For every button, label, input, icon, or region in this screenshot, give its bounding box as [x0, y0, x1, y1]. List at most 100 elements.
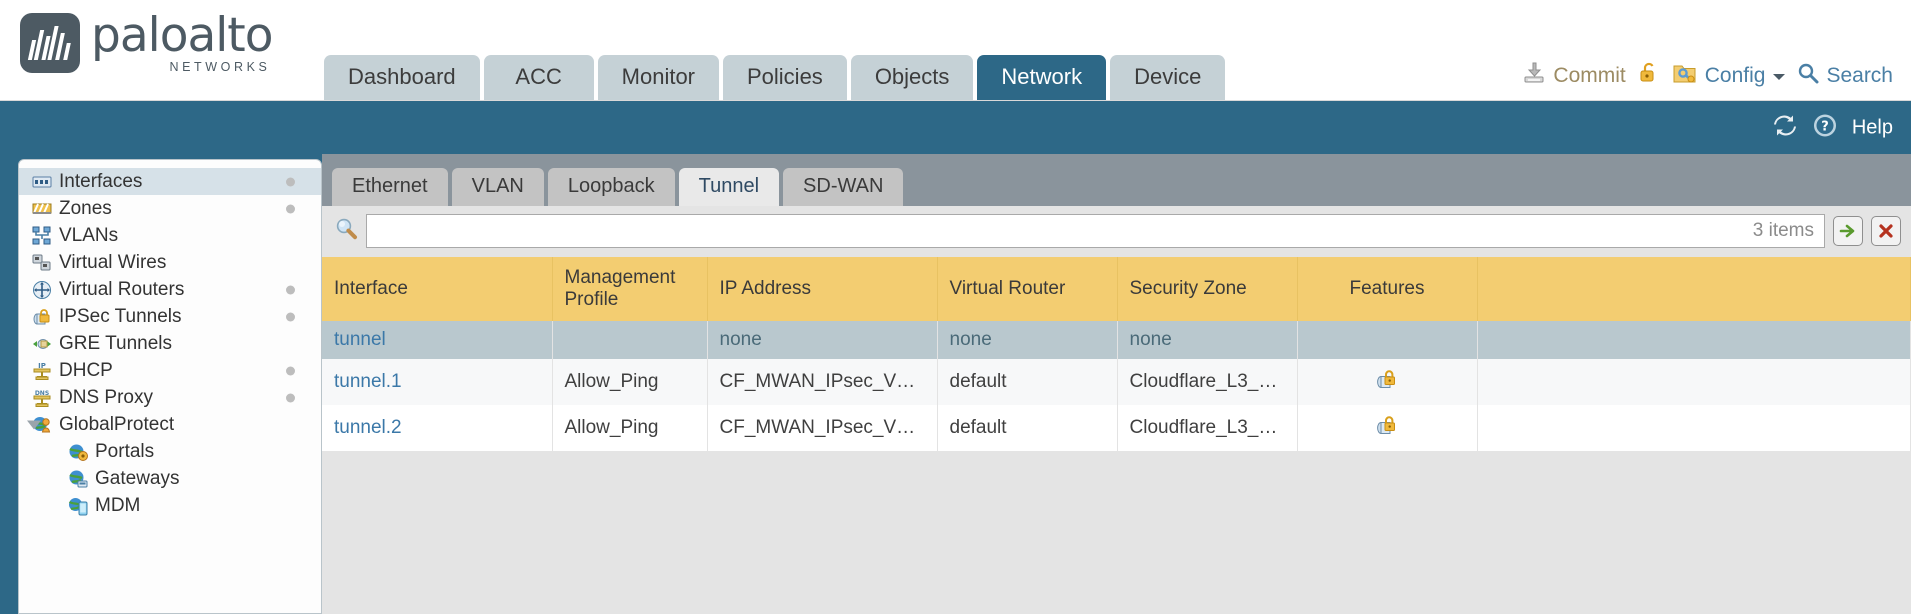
nav-tab-network[interactable]: Network	[977, 54, 1107, 100]
commit-button[interactable]: Commit	[1522, 61, 1626, 91]
search-input[interactable]	[367, 215, 1743, 247]
subtab-tunnel[interactable]: Tunnel	[678, 168, 780, 206]
chevron-down-icon[interactable]	[27, 420, 41, 429]
cell-features	[1297, 321, 1478, 359]
vlans-icon	[29, 226, 55, 246]
sidebar-item-virtual-routers[interactable]: Virtual Routers	[19, 276, 321, 303]
help-label[interactable]: Help	[1851, 116, 1893, 138]
sidebar-item-zones[interactable]: Zones	[19, 195, 321, 222]
status-dot	[286, 204, 295, 213]
cell-ip-address: CF_MWAN_IPsec_VTI_01_...	[707, 359, 938, 405]
cell-management-profile: Allow_Ping	[552, 359, 708, 405]
portals-icon	[65, 442, 91, 462]
magnifier-icon	[1797, 62, 1819, 90]
paloalto-logo-icon	[20, 12, 80, 73]
cell-virtual-router: default	[937, 359, 1118, 405]
ipsec-tunnel-icon	[1377, 370, 1395, 388]
cell-spacer	[1477, 405, 1911, 451]
cell-interface[interactable]: tunnel	[322, 321, 553, 359]
clear-filter-button[interactable]	[1871, 216, 1901, 246]
column-header-ip-address[interactable]: IP Address	[707, 257, 938, 321]
sidebar-item-ipsec-tunnels[interactable]: IPSec Tunnels	[19, 303, 321, 330]
status-dot	[286, 177, 295, 186]
subtab-vlan[interactable]: VLAN	[451, 168, 544, 206]
column-header-virtual-router[interactable]: Virtual Router	[937, 257, 1118, 321]
brand-logo: paloalto NETWORKS	[20, 12, 273, 74]
nav-tab-objects[interactable]: Objects	[850, 54, 974, 100]
sidebar-item-label: Virtual Routers	[59, 278, 185, 300]
items-count-label: 3 items	[1752, 220, 1814, 241]
ipsec-tunnel-icon	[1377, 416, 1395, 434]
sidebar-item-label: MDM	[95, 494, 141, 516]
column-header-spacer	[1477, 257, 1911, 321]
column-header-security-zone[interactable]: Security Zone	[1117, 257, 1298, 321]
nav-tab-acc[interactable]: ACC	[483, 54, 594, 100]
sidebar-item-gateways[interactable]: Gateways	[19, 465, 321, 492]
top-toolbar: Commit Config	[1522, 61, 1893, 91]
zones-icon	[29, 199, 55, 219]
svg-text:IP: IP	[38, 362, 46, 370]
cell-management-profile	[552, 321, 708, 359]
sidebar-item-virtual-wires[interactable]: Virtual Wires	[19, 249, 321, 276]
cell-interface[interactable]: tunnel.1	[322, 359, 553, 405]
sidebar-item-label: GlobalProtect	[59, 413, 175, 435]
nav-tab-monitor[interactable]: Monitor	[597, 54, 719, 100]
column-header-features[interactable]: Features	[1297, 257, 1478, 321]
sidebar-item-mdm[interactable]: MDM	[19, 492, 321, 519]
filter-bar: 3 items	[322, 206, 1911, 257]
cell-security-zone: none	[1117, 321, 1298, 359]
svg-text:DNS: DNS	[35, 390, 49, 397]
search-field-wrapper[interactable]: 3 items	[366, 214, 1825, 248]
padlock-unlocked-icon[interactable]	[1637, 61, 1661, 91]
subtab-sd-wan[interactable]: SD-WAN	[783, 168, 904, 206]
config-menu[interactable]: Config	[1672, 61, 1787, 91]
status-dot	[286, 393, 295, 402]
search-button[interactable]: Search	[1797, 62, 1893, 90]
sidebar-item-portals[interactable]: Portals	[19, 438, 321, 465]
cell-virtual-router: none	[937, 321, 1118, 359]
sidebar-item-label: GRE Tunnels	[59, 332, 172, 354]
sidebar-item-dhcp[interactable]: IP DHCP	[19, 357, 321, 384]
cell-ip-address: none	[707, 321, 938, 359]
cell-features	[1297, 405, 1478, 451]
column-header-interface[interactable]: Interface	[322, 257, 553, 321]
sidebar-item-label: VLANs	[59, 224, 119, 246]
dns-proxy-icon: DNS	[29, 388, 55, 408]
nav-tab-dashboard[interactable]: Dashboard	[324, 54, 480, 100]
table-row[interactable]: tunnel.1Allow_PingCF_MWAN_IPsec_VTI_01_.…	[322, 359, 1911, 405]
sidebar-item-gre-tunnels[interactable]: GRE Tunnels	[19, 330, 321, 357]
virtual-wires-icon	[29, 253, 55, 273]
sidebar-item-interfaces[interactable]: Interfaces	[19, 168, 321, 195]
red-x-icon	[1879, 224, 1893, 238]
cell-interface[interactable]: tunnel.2	[322, 405, 553, 451]
magnifier-icon[interactable]	[334, 217, 358, 246]
dhcp-icon: IP	[29, 361, 55, 381]
brand-name: paloalto	[91, 8, 273, 63]
apply-filter-button[interactable]	[1833, 216, 1863, 246]
gateways-icon	[65, 469, 91, 489]
sidebar-item-globalprotect[interactable]: GlobalProtect	[19, 411, 321, 438]
sidebar-item-label: IPSec Tunnels	[59, 305, 182, 327]
nav-tab-policies[interactable]: Policies	[723, 54, 847, 100]
refresh-icon[interactable]	[1772, 113, 1798, 142]
subtab-loopback[interactable]: Loopback	[547, 168, 675, 206]
subtab-ethernet[interactable]: Ethernet	[332, 168, 448, 206]
sidebar-item-vlans[interactable]: VLANs	[19, 222, 321, 249]
column-header-management-profile[interactable]: Management Profile	[552, 257, 708, 321]
sidebar-item-label: DHCP	[59, 359, 113, 381]
cell-spacer	[1477, 321, 1911, 359]
sidebar-item-label: Virtual Wires	[59, 251, 167, 273]
nav-tab-device[interactable]: Device	[1110, 54, 1226, 100]
question-circle-icon[interactable]: ?	[1812, 112, 1838, 143]
svg-text:?: ?	[1821, 119, 1829, 134]
table-row[interactable]: tunnel.2Allow_PingCF_MWAN_IPsec_VTI_02_.…	[322, 405, 1911, 451]
